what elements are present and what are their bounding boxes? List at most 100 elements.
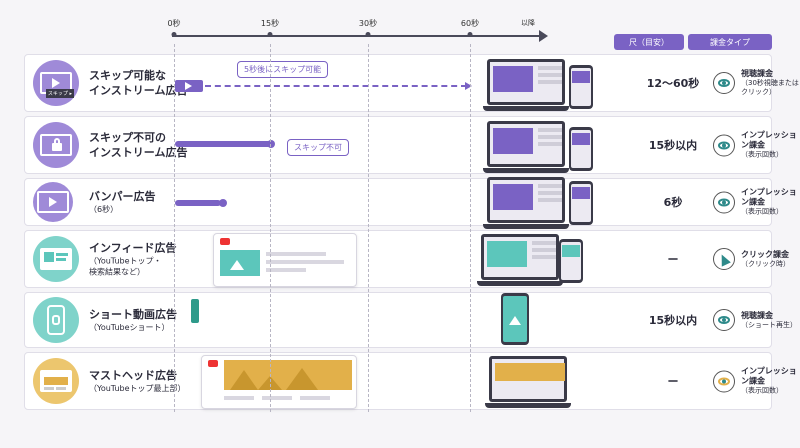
size-value: 15秒以内	[648, 314, 698, 327]
masthead-thumb	[33, 358, 79, 404]
billing-type: インプレッション課金	[741, 187, 797, 207]
youtube-logo-icon	[220, 238, 230, 245]
axis-arrow-icon	[539, 30, 548, 42]
row-nonskippable-instream: スキップ不可の インストリーム広告 スキップ不可 15秒以内 インプレッション課…	[24, 116, 797, 174]
infeed-card-preview	[213, 233, 357, 287]
skippable-thumb: スキップ ▸	[33, 60, 79, 106]
timeline-axis: 0秒 15秒 30秒 60秒 以降	[167, 19, 548, 44]
callout-skip-after-5s: 5秒後にスキップ可能	[237, 61, 329, 78]
row-shorts: ショート動画広告 （YouTubeショート） 15秒以内 視聴課金（ショート再生）	[24, 292, 797, 348]
billing-cell: 視聴課金（30秒視聴または クリック）	[711, 69, 800, 97]
tick-60: 60秒	[460, 19, 480, 28]
billing-note: （30秒視聴または クリック）	[741, 79, 799, 96]
size-value: 6秒	[663, 196, 683, 209]
bar-end-dot	[267, 140, 275, 148]
billing-cell: クリック課金（クリック時）	[711, 248, 800, 270]
play-icon: スキップ ▸	[40, 72, 74, 98]
infeed-thumb	[33, 236, 79, 282]
tick-30: 30秒	[358, 19, 378, 28]
laptop-icon	[483, 59, 569, 111]
row-title-text: インフィード広告	[89, 241, 177, 255]
gridline-0	[174, 44, 175, 412]
billing-type: インプレッション課金	[741, 130, 797, 150]
laptop-icon	[485, 356, 571, 408]
phone-icon	[569, 127, 593, 171]
row-subtitle: （YouTubeトップ最上部）	[89, 384, 186, 393]
size-column-header: 尺（目安）	[614, 34, 684, 50]
eye-icon	[713, 191, 735, 213]
play-icon	[37, 191, 69, 213]
billing-cell: インプレッション課金（表示回数）	[711, 367, 800, 396]
mountain-icon	[220, 250, 260, 276]
nonskippable-thumb	[33, 122, 79, 168]
billing-note: （ショート再生）	[741, 320, 797, 329]
billing-type: 視聴課金	[741, 69, 773, 78]
tickmark-0	[171, 32, 177, 37]
masthead-icon	[40, 370, 72, 392]
row-subtitle: （YouTubeショート）	[89, 323, 170, 332]
shorts-thumb	[33, 297, 79, 343]
row-title: スキップ可能な インストリーム広告	[89, 69, 188, 97]
row-title: ショート動画広告 （YouTubeショート）	[89, 307, 177, 333]
row-skippable-instream: スキップ ▸ スキップ可能な インストリーム広告 5秒後にスキップ可能 12〜6…	[24, 54, 799, 112]
size-value: 12〜60秒	[646, 77, 700, 90]
tick-15: 15秒	[260, 19, 280, 28]
tick-after: 以降	[521, 19, 535, 27]
laptop-icon	[477, 234, 563, 286]
eye-icon	[713, 309, 735, 331]
row-title-text: バンパー広告	[89, 190, 156, 203]
tickmark-30	[365, 32, 371, 37]
billing-type: クリック課金	[741, 249, 789, 259]
billing-note: （表示回数）	[741, 207, 783, 216]
callout-not-skippable: スキップ不可	[287, 139, 349, 156]
eye-icon	[713, 370, 735, 392]
row-title-text: ショート動画広告	[89, 308, 177, 321]
row-title: マストヘッド広告 （YouTubeトップ最上部）	[89, 368, 186, 394]
lock-icon	[40, 134, 72, 156]
shorts-icon	[47, 305, 65, 335]
billing-note: （表示回数）	[741, 386, 783, 395]
laptop-icon	[483, 177, 569, 229]
phone-icon	[559, 239, 583, 283]
row-subtitle: （YouTubeトップ・ 検索結果など）	[89, 256, 162, 277]
size-value: 15秒以内	[648, 139, 698, 152]
row-infeed: インフィード広告（YouTubeトップ・ 検索結果など） ー クリック課金（クリ…	[24, 230, 790, 288]
eye-icon	[713, 134, 735, 156]
size-value: ー	[667, 253, 679, 266]
mountain-icon	[224, 360, 352, 390]
eye-icon	[713, 72, 735, 94]
duration-bar	[191, 299, 199, 323]
billing-type: インプレッション課金	[741, 366, 797, 386]
gridline-60	[470, 44, 471, 412]
feed-icon	[40, 248, 72, 270]
skip-badge: スキップ ▸	[45, 89, 74, 98]
size-value: ー	[667, 375, 679, 388]
laptop-icon	[483, 121, 569, 173]
bar-end-dot	[219, 199, 227, 207]
phone-icon	[501, 293, 529, 345]
play-icon	[175, 80, 203, 92]
dashed-timeline	[205, 85, 467, 87]
row-title: スキップ不可の インストリーム広告	[89, 131, 188, 159]
tickmark-60	[467, 32, 473, 37]
masthead-card-preview	[201, 355, 357, 409]
row-masthead: マストヘッド広告 （YouTubeトップ最上部） ー インプレッション課金（表示回…	[24, 352, 797, 410]
row-title: インフィード広告（YouTubeトップ・ 検索結果など）	[89, 241, 176, 278]
tickmark-15	[267, 32, 273, 37]
row-title: バンパー広告 （6秒）	[89, 189, 156, 215]
tick-0: 0秒	[167, 19, 181, 28]
phone-icon	[569, 65, 593, 109]
billing-cell: インプレッション課金（表示回数）	[711, 131, 800, 160]
billing-note: （表示回数）	[741, 150, 783, 159]
row-bumper: バンパー広告 （6秒） 6秒 インプレッション課金（表示回数）	[24, 177, 797, 229]
billing-cell: インプレッション課金（表示回数）	[711, 188, 800, 217]
billing-column-header: 課金タイプ	[688, 34, 772, 50]
youtube-logo-icon	[208, 360, 218, 367]
cursor-icon	[713, 248, 735, 270]
axis-line	[172, 35, 540, 37]
billing-note: （クリック時）	[741, 259, 790, 268]
billing-cell: 視聴課金（ショート再生）	[711, 309, 800, 331]
phone-icon	[569, 181, 593, 225]
row-subtitle: （6秒）	[89, 205, 119, 214]
row-title-text: マストヘッド広告	[89, 369, 177, 382]
